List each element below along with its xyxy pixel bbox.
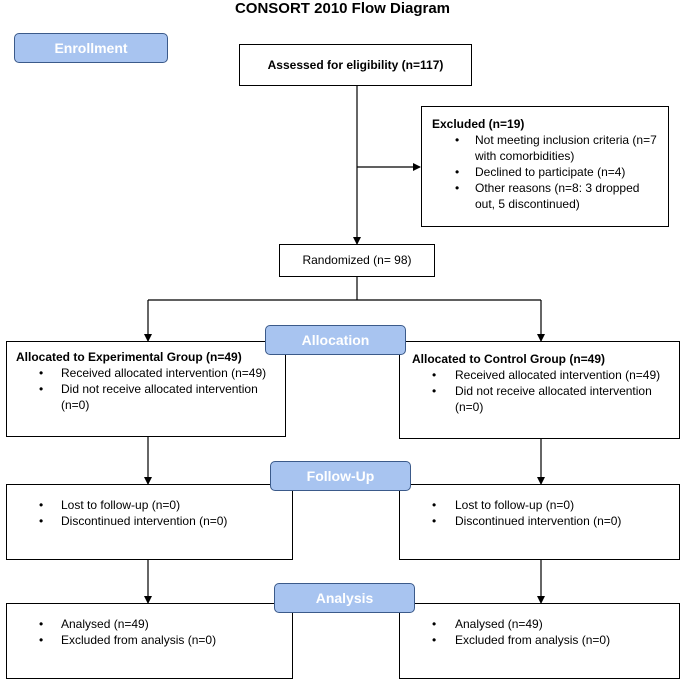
stage-followup: Follow-Up bbox=[270, 461, 411, 491]
experimental-excluded-analysis: Excluded from analysis (n=0) bbox=[61, 633, 217, 647]
bullet: • bbox=[432, 368, 437, 382]
list-item: • Excluded from analysis (n=0) bbox=[400, 632, 679, 648]
list-item: • Analysed (n=49) bbox=[7, 616, 292, 632]
stage-allocation: Allocation bbox=[265, 325, 406, 355]
bullet: • bbox=[39, 514, 44, 528]
experimental-allocation-heading: Allocated to Experimental Group (n=49) bbox=[16, 350, 242, 364]
experimental-lost: Lost to follow-up (n=0) bbox=[61, 498, 181, 512]
list-item: • Excluded from analysis (n=0) bbox=[7, 632, 292, 648]
excluded-heading: Excluded (n=19) bbox=[432, 117, 525, 131]
stage-enrollment-label: Enrollment bbox=[54, 40, 128, 56]
experimental-not-received: Did not receive allocated intervention (… bbox=[61, 382, 258, 412]
control-analysis-box: • Analysed (n=49) • Excluded from analys… bbox=[399, 603, 680, 679]
experimental-analysis-box: • Analysed (n=49) • Excluded from analys… bbox=[6, 603, 293, 679]
list-item: • Discontinued intervention (n=0) bbox=[7, 513, 292, 529]
control-followup-box: • Lost to follow-up (n=0) • Discontinued… bbox=[399, 484, 680, 560]
diagram-title: CONSORT 2010 Flow Diagram bbox=[234, 0, 451, 17]
bullet: • bbox=[455, 181, 460, 195]
experimental-received: Received allocated intervention (n=49) bbox=[61, 366, 267, 380]
experimental-analysis-list: • Analysed (n=49) • Excluded from analys… bbox=[7, 616, 292, 648]
list-item: • Other reasons (n=8: 3 dropped out, 5 d… bbox=[422, 180, 658, 212]
control-received: Received allocated intervention (n=49) bbox=[455, 368, 661, 382]
bullet: • bbox=[432, 384, 437, 398]
excluded-list: • Not meeting inclusion criteria (n=7 wi… bbox=[422, 132, 658, 212]
control-discontinued: Discontinued intervention (n=0) bbox=[455, 514, 622, 528]
bullet: • bbox=[455, 165, 460, 179]
bullet: • bbox=[432, 514, 437, 528]
experimental-followup-box: • Lost to follow-up (n=0) • Discontinued… bbox=[6, 484, 293, 560]
list-item: • Did not receive allocated intervention… bbox=[7, 381, 285, 413]
bullet: • bbox=[432, 498, 437, 512]
bullet: • bbox=[39, 498, 44, 512]
experimental-discontinued: Discontinued intervention (n=0) bbox=[61, 514, 228, 528]
list-item: • Did not receive allocated intervention… bbox=[400, 383, 679, 415]
list-item: • Lost to follow-up (n=0) bbox=[400, 497, 679, 513]
excluded-item-2: Declined to participate (n=4) bbox=[475, 165, 626, 179]
bullet: • bbox=[432, 633, 437, 647]
stage-analysis-label: Analysis bbox=[315, 590, 374, 606]
list-item: • Not meeting inclusion criteria (n=7 wi… bbox=[422, 132, 658, 164]
control-allocation-heading: Allocated to Control Group (n=49) bbox=[412, 352, 606, 366]
randomized-text: Randomized (n= 98) bbox=[302, 253, 412, 267]
stage-allocation-label: Allocation bbox=[301, 332, 370, 348]
list-item: • Received allocated intervention (n=49) bbox=[7, 365, 285, 381]
list-item: • Declined to participate (n=4) bbox=[422, 164, 658, 180]
excluded-item-1: Not meeting inclusion criteria (n=7 with… bbox=[475, 133, 657, 163]
bullet: • bbox=[432, 617, 437, 631]
randomized-box: Randomized (n= 98) bbox=[279, 244, 435, 277]
bullet: • bbox=[39, 617, 44, 631]
control-followup-list: • Lost to follow-up (n=0) • Discontinued… bbox=[400, 497, 679, 529]
stage-enrollment: Enrollment bbox=[14, 33, 168, 63]
excluded-item-3: Other reasons (n=8: 3 dropped out, 5 dis… bbox=[475, 181, 640, 211]
bullet: • bbox=[455, 133, 460, 147]
stage-analysis: Analysis bbox=[274, 583, 415, 613]
list-item: • Analysed (n=49) bbox=[400, 616, 679, 632]
control-lost: Lost to follow-up (n=0) bbox=[455, 498, 575, 512]
control-analysis-list: • Analysed (n=49) • Excluded from analys… bbox=[400, 616, 679, 648]
control-allocation-list: • Received allocated intervention (n=49)… bbox=[400, 367, 679, 415]
control-allocation-box: Allocated to Control Group (n=49) • Rece… bbox=[399, 341, 680, 439]
experimental-analysed: Analysed (n=49) bbox=[61, 617, 149, 631]
stage-followup-label: Follow-Up bbox=[306, 468, 375, 484]
control-not-received: Did not receive allocated intervention (… bbox=[455, 384, 652, 414]
experimental-allocation-box: Allocated to Experimental Group (n=49) •… bbox=[6, 341, 286, 437]
list-item: • Received allocated intervention (n=49) bbox=[400, 367, 679, 383]
bullet: • bbox=[39, 633, 44, 647]
bullet: • bbox=[39, 366, 44, 380]
list-item: • Discontinued intervention (n=0) bbox=[400, 513, 679, 529]
excluded-box: Excluded (n=19) • Not meeting inclusion … bbox=[421, 106, 669, 227]
assessed-text: Assessed for eligibility (n=117) bbox=[267, 58, 444, 72]
assessed-box: Assessed for eligibility (n=117) bbox=[239, 44, 472, 86]
experimental-followup-list: • Lost to follow-up (n=0) • Discontinued… bbox=[7, 497, 292, 529]
control-analysed: Analysed (n=49) bbox=[455, 617, 543, 631]
control-excluded-analysis: Excluded from analysis (n=0) bbox=[455, 633, 611, 647]
bullet: • bbox=[39, 382, 44, 396]
experimental-allocation-list: • Received allocated intervention (n=49)… bbox=[7, 365, 285, 413]
list-item: • Lost to follow-up (n=0) bbox=[7, 497, 292, 513]
